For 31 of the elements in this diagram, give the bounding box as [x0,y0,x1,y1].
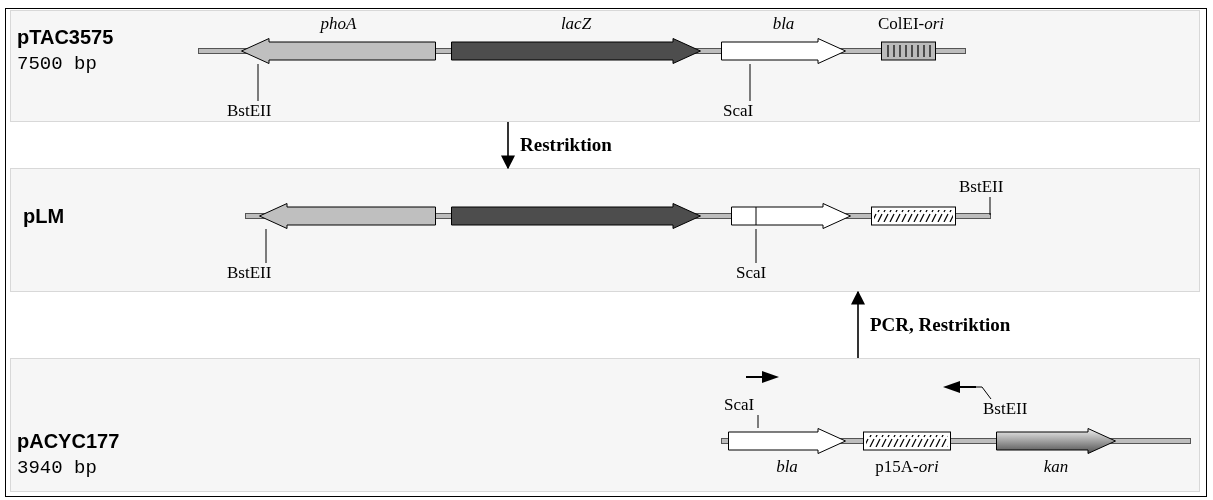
leader-line [265,228,267,264]
leader-line [257,63,259,102]
restriction-site-label: BstEII [983,399,1028,419]
plasmid-name: pLM [23,204,65,228]
leader-line [749,63,751,102]
gene-label: bla [771,14,796,34]
gene-label: lacZ [559,14,593,34]
restriction-site-label: BstEII [959,177,1004,197]
leader-line [989,196,991,216]
restriction-site-label: BstEII [227,263,272,283]
gene-label: kan [1042,457,1070,477]
leader-line [975,386,992,400]
plasmid-name: pACYC177 [17,429,120,453]
plasmid-band [10,168,1200,292]
restriction-site-label: ScaI [723,101,754,121]
restriction-site-label: BstEII [227,101,272,121]
leader-line [755,228,757,264]
plasmid-size: 7500 bp [17,53,97,75]
restriction-site-label: ScaI [724,395,755,415]
plasmid-name: pTAC3575 [17,25,114,49]
plasmid-band [10,358,1200,492]
gene-label: bla [775,457,799,477]
gene-label: ColEI-ori [876,14,946,34]
restriction-site-label: ScaI [736,263,767,283]
leader-line [757,414,759,429]
process-arrow [501,121,515,170]
gene-label: phoA [318,14,358,34]
gene-label: p15A-ori [874,457,940,477]
process-arrow [851,290,865,359]
plasmid-band [10,10,1200,122]
plasmid-size: 3940 bp [17,457,97,479]
